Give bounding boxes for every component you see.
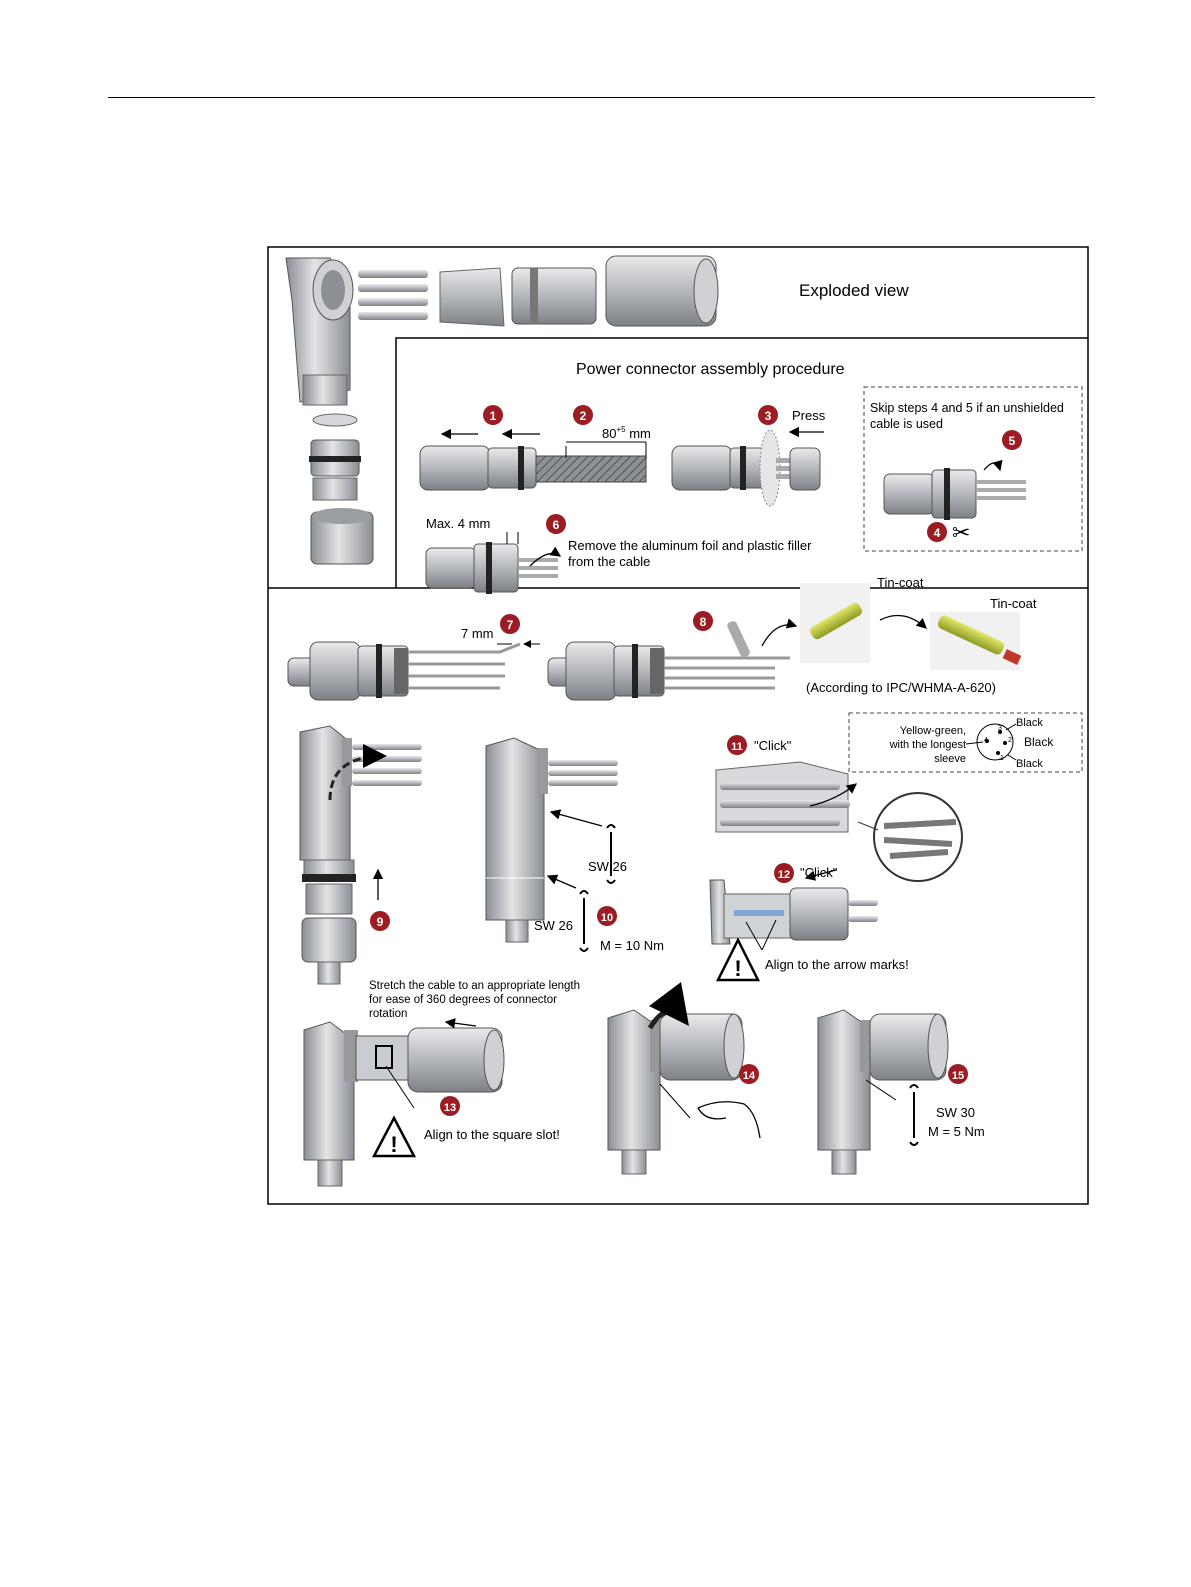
- step-badge-2: 2: [573, 405, 593, 425]
- stretch-line2: for ease of 360 degrees of connector: [369, 994, 557, 1006]
- svg-text:10: 10: [601, 912, 613, 924]
- pin-layout-box: [848, 712, 1083, 773]
- pin-black-1: Black: [1016, 717, 1043, 729]
- header-rule: [108, 97, 1095, 98]
- step-badge-3: 3: [758, 405, 778, 425]
- svg-text:6: 6: [553, 518, 560, 532]
- pin-number-4: 4: [984, 737, 988, 744]
- click-label-11: "Click": [754, 738, 792, 753]
- svg-text:2: 2: [580, 409, 587, 423]
- skip-note-line1: Skip steps 4 and 5 if an unshielded: [870, 401, 1064, 415]
- tin-coat-label-2: Tin-coat: [990, 596, 1037, 611]
- seven-mm-label: 7 mm: [461, 626, 494, 641]
- exploded-view-parts: [285, 255, 719, 565]
- svg-text:14: 14: [743, 1070, 756, 1082]
- step-badge-14: 14: [739, 1064, 759, 1084]
- pin-black-2: Black: [1024, 735, 1054, 749]
- step-badge-5: 5: [1002, 430, 1022, 450]
- pin-number-2: 2: [1008, 737, 1012, 744]
- svg-text:!: !: [390, 1132, 397, 1157]
- step-badge-6: 6: [546, 514, 566, 534]
- exploded-view-title: Exploded view: [799, 281, 909, 300]
- svg-text:✂: ✂: [952, 520, 970, 545]
- step-11-illustration: [715, 761, 963, 882]
- step-15-illustration: [817, 1009, 949, 1175]
- step-13-illustration: [303, 1018, 505, 1187]
- warning-icon-2: !: [371, 1115, 417, 1158]
- svg-text:15: 15: [952, 1070, 964, 1082]
- skip-note-line2: cable is used: [870, 417, 943, 431]
- step-badge-4: 4: [927, 522, 947, 542]
- svg-text:9: 9: [377, 915, 384, 929]
- click-label-12: "Click": [800, 865, 838, 880]
- press-label: Press: [792, 408, 826, 423]
- svg-text:5: 5: [1009, 434, 1016, 448]
- align-slot-label: Align to the square slot!: [424, 1127, 560, 1142]
- figure-frame: [267, 246, 1089, 1205]
- step-badge-9: 9: [370, 911, 390, 931]
- step-14-illustration: [607, 982, 761, 1175]
- step-badge-13: 13: [440, 1096, 460, 1116]
- step-8-illustration: [547, 583, 1022, 701]
- step-9-illustration: [299, 725, 422, 985]
- pin-black-3: Black: [1016, 758, 1043, 770]
- sw26-label-a: SW 26: [588, 859, 627, 874]
- align-arrows-label: Align to the arrow marks!: [765, 957, 909, 972]
- steps-4-5-illustration: ✂: [883, 459, 1026, 545]
- step-12-illustration: [709, 869, 878, 951]
- max-label: Max. 4 mm: [426, 516, 490, 531]
- step-badge-15: 15: [948, 1064, 968, 1084]
- skip-note-box: [863, 386, 1083, 552]
- tin-coat-label-1: Tin-coat: [877, 575, 924, 590]
- step-7-illustration: [287, 640, 540, 701]
- svg-text:!: !: [734, 956, 741, 981]
- sw30-label: SW 30: [936, 1105, 975, 1120]
- step-badge-1: 1: [483, 405, 503, 425]
- step-badge-10: 10: [597, 906, 617, 926]
- step-badge-12: 12: [774, 863, 794, 883]
- pin-number-1: 1: [1000, 755, 1004, 762]
- step-6-illustration: [425, 532, 562, 594]
- procedure-title: Power connector assembly procedure: [576, 361, 845, 378]
- stretch-line1: Stretch the cable to an appropriate leng…: [369, 980, 580, 992]
- pin-number-3: 3: [998, 725, 1002, 732]
- svg-text:3: 3: [765, 409, 772, 423]
- steps-1-3-illustration: [419, 426, 824, 507]
- ipc-note: (According to IPC/WHMA-A-620): [806, 680, 996, 695]
- stretch-line3: rotation: [369, 1008, 407, 1020]
- step-badge-7: 7: [500, 614, 520, 634]
- svg-text:11: 11: [731, 741, 743, 753]
- svg-text:13: 13: [444, 1102, 456, 1114]
- svg-text:1: 1: [490, 409, 497, 423]
- torque-10-label: M = 10 Nm: [600, 938, 664, 953]
- pin-yg-line1: Yellow-green,: [900, 725, 966, 737]
- svg-text:4: 4: [934, 526, 941, 540]
- svg-text:8: 8: [700, 615, 707, 629]
- svg-text:7: 7: [507, 618, 514, 632]
- remove-line1: Remove the aluminum foil and plastic fil…: [568, 538, 812, 553]
- torque-15-label: M = 5 Nm: [928, 1124, 985, 1139]
- pin-layout-diagram: [965, 723, 1017, 761]
- svg-text:12: 12: [778, 869, 790, 881]
- step-badge-8: 8: [693, 611, 713, 631]
- step-badge-11: 11: [727, 735, 747, 755]
- pin-yg-line3: sleeve: [934, 753, 966, 765]
- step-10-illustration: [485, 737, 618, 952]
- sw26-label-b: SW 26: [534, 918, 573, 933]
- remove-line2: from the cable: [568, 554, 650, 569]
- pin-yg-line2: with the longest: [889, 739, 966, 751]
- strip-length-label: 80+5 mm: [602, 425, 651, 441]
- warning-icon: !: [715, 937, 761, 982]
- step-badges: 1 2 3 4 5 6 7 8 9 10 11 12 13 14 15: [370, 405, 1022, 1116]
